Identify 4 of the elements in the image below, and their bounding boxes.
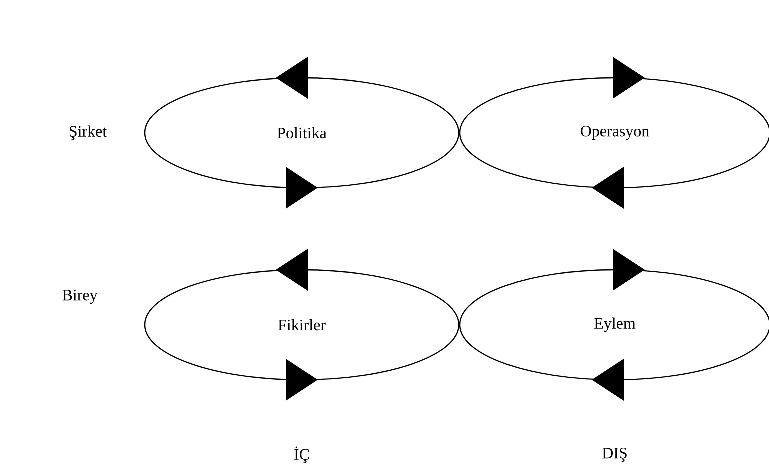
side-label: İÇ (294, 446, 310, 464)
side-label: DIŞ (602, 448, 627, 462)
side-label: Birey (62, 290, 98, 304)
side-label: Şirket (70, 126, 108, 140)
